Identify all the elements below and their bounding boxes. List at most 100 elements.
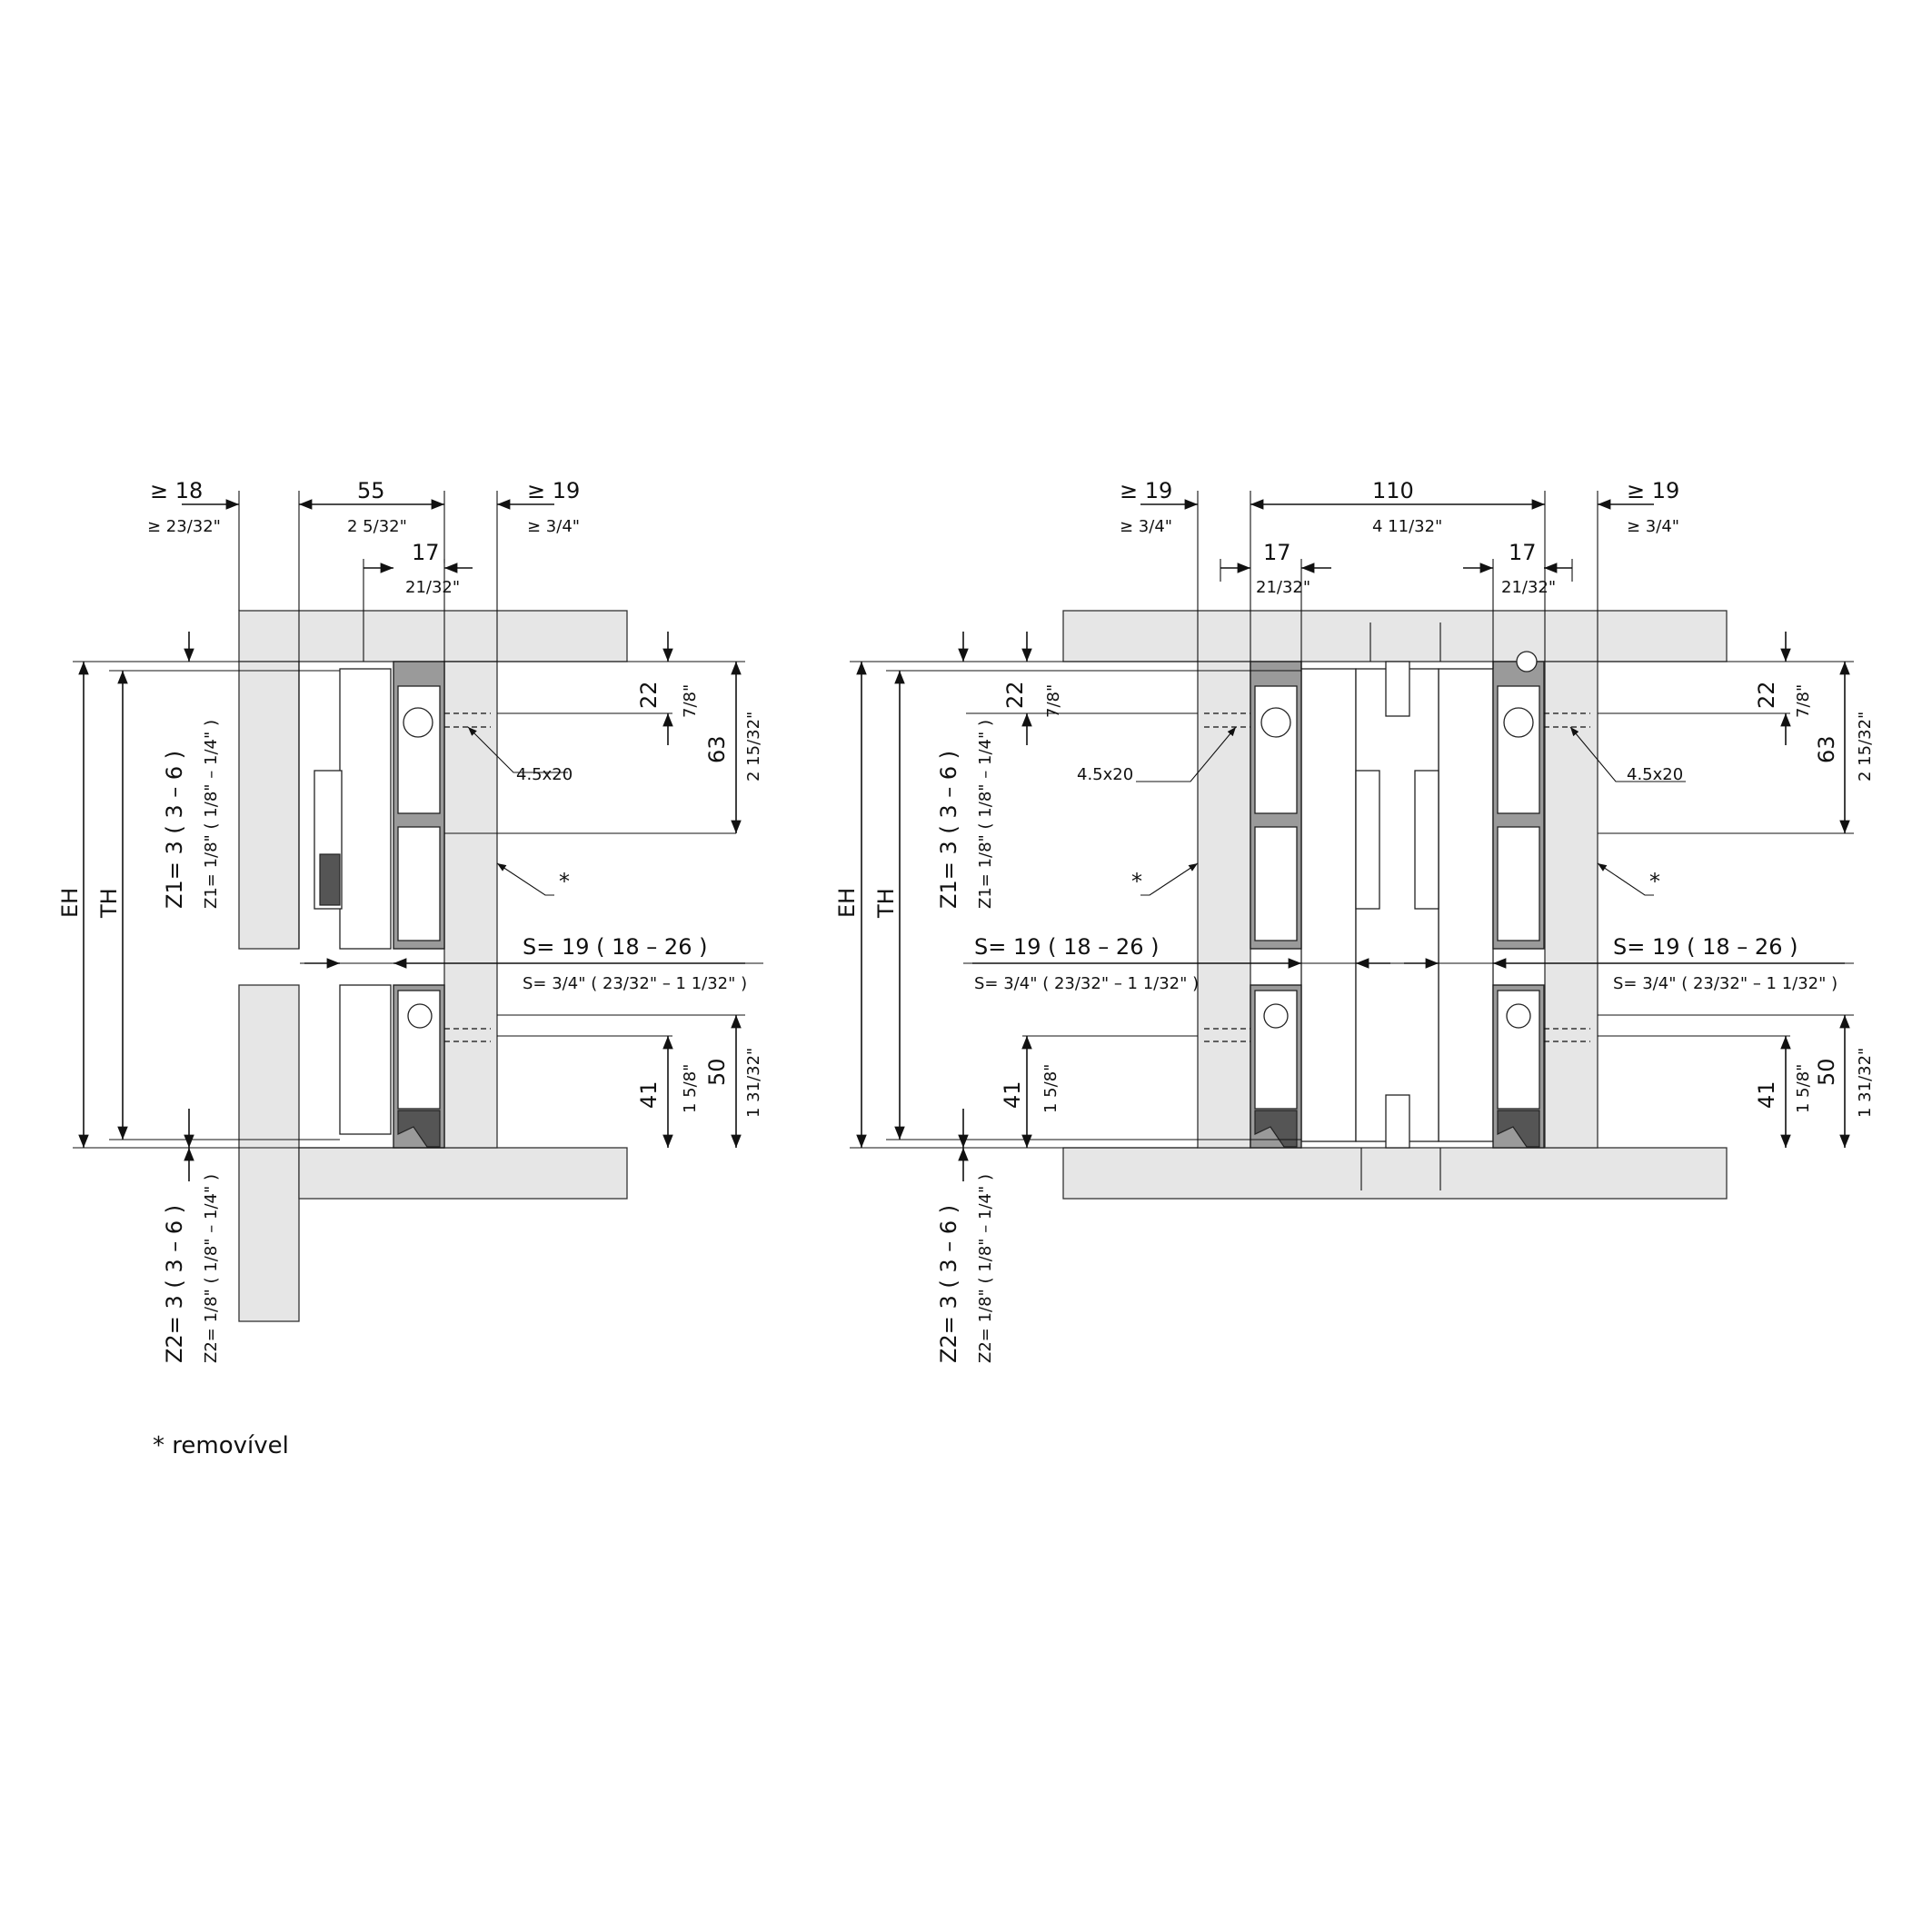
left-mechanism-mid: [397, 826, 441, 941]
right-screw-r: 4.5x20: [1627, 765, 1683, 784]
right-z2-in: Z2= 1/8" ( 1/8" – 1/4" ): [976, 1174, 995, 1363]
right-roller-r: [1503, 707, 1534, 738]
right-bolt-top: [1385, 661, 1410, 717]
left-foot: [397, 1110, 441, 1148]
left-front-panel: [443, 661, 498, 1149]
left-dim-63-in: 2 15/32": [744, 712, 763, 782]
right-dim-50-in: 1 31/32": [1856, 1048, 1875, 1118]
right-dim-41-r: 41: [1754, 1081, 1779, 1109]
left-handle-grip: [319, 853, 341, 906]
right-dim-41-l-in: 1 5/8": [1041, 1064, 1061, 1113]
left-dim-50-in: 1 31/32": [744, 1048, 763, 1118]
left-screw-upper: [444, 712, 491, 728]
right-mech-l-bot: [1254, 990, 1298, 1110]
left-door-lower: [339, 984, 392, 1135]
left-removable-mark: *: [559, 869, 570, 894]
left-dim-63: 63: [704, 735, 730, 763]
right-front-panel-right: [1544, 661, 1598, 1149]
left-z1-mm: Z1= 3 ( 3 – 6 ): [162, 751, 187, 909]
left-z1-in: Z1= 1/8" ( 1/8" – 1/4" ): [202, 720, 221, 909]
right-removable-mark-r: *: [1649, 869, 1660, 894]
right-bottom-panel: [1062, 1147, 1728, 1200]
right-eh: EH: [834, 888, 860, 918]
left-screw-label: 4.5x20: [516, 765, 573, 784]
left-drawing: [73, 491, 763, 1322]
right-removable-mark-l: *: [1131, 869, 1142, 894]
right-mech-l-top: [1254, 685, 1298, 814]
right-z2-mm: Z2= 3 ( 3 – 6 ): [936, 1205, 961, 1363]
right-profile-width-l-in: 21/32": [1256, 578, 1310, 597]
right-dim-50: 50: [1814, 1058, 1839, 1086]
right-dim-22-l-in: 7/8": [1044, 684, 1063, 718]
left-dim-22-in: 7/8": [681, 684, 700, 718]
right-s-l-in: S= 3/4" ( 23/32" – 1 1/32" ): [974, 974, 1199, 993]
right-center-handle-r: [1414, 770, 1439, 910]
right-top-panel: [1062, 610, 1728, 662]
left-z2-in: Z2= 1/8" ( 1/8" – 1/4" ): [202, 1174, 221, 1363]
left-z2-mm: Z2= 3 ( 3 – 6 ): [162, 1205, 187, 1363]
right-dim-22-r-in: 7/8": [1794, 684, 1813, 718]
right-roller-l-bottom: [1263, 1003, 1289, 1029]
right-dim-41-l: 41: [1000, 1081, 1025, 1109]
right-foot-l: [1254, 1110, 1298, 1148]
right-top-width-in: 4 11/32": [1372, 517, 1442, 536]
left-top-right-gap: ≥ 19: [527, 478, 580, 503]
right-z1-in: Z1= 1/8" ( 1/8" – 1/4" ): [976, 720, 995, 909]
right-s-r-mm: S= 19 ( 18 – 26 ): [1613, 934, 1798, 960]
right-top-right-gap: ≥ 19: [1627, 478, 1679, 503]
right-mech-r-mid: [1497, 826, 1540, 941]
right-dim-22-r: 22: [1754, 681, 1779, 709]
left-dim-41-in: 1 5/8": [681, 1064, 700, 1113]
right-top-right-gap-in: ≥ 3/4": [1627, 517, 1679, 536]
right-wood-screws: [1360, 622, 1441, 1190]
left-s-mm: S= 19 ( 18 – 26 ): [523, 934, 707, 960]
left-profile-width-in: 21/32": [405, 578, 460, 597]
right-profile-width-l: 17: [1263, 540, 1291, 565]
left-th: TH: [96, 888, 122, 919]
right-bolt-bottom: [1385, 1094, 1410, 1149]
left-top-panel: [238, 610, 628, 662]
left-profile-width: 17: [412, 540, 440, 565]
left-dim-41: 41: [636, 1081, 662, 1109]
left-door-upper: [339, 668, 392, 950]
right-roller-r-bottom: [1506, 1003, 1531, 1029]
left-screw-lower: [444, 1028, 491, 1042]
right-dim-63-in: 2 15/32": [1856, 712, 1875, 782]
right-top-left-gap: ≥ 19: [1120, 478, 1172, 503]
right-door-left: [1300, 668, 1357, 1142]
right-top-knob: [1516, 651, 1538, 672]
left-mechanism-top: [397, 685, 441, 814]
right-profile-width-r-in: 21/32": [1501, 578, 1556, 597]
left-top-width-in: 2 5/32": [347, 517, 407, 536]
left-roller-bottom: [407, 1003, 433, 1029]
right-foot-r: [1497, 1110, 1540, 1148]
left-side-panel-lower: [238, 984, 300, 1322]
right-screw-l: 4.5x20: [1077, 765, 1133, 784]
right-s-l-mm: S= 19 ( 18 – 26 ): [974, 934, 1159, 960]
left-top-width: 55: [357, 478, 385, 503]
right-drawing: [850, 491, 1854, 1200]
right-mech-r-top: [1497, 685, 1540, 814]
left-side-panel-upper: [238, 661, 300, 950]
right-top-width: 110: [1372, 478, 1414, 503]
right-z1-mm: Z1= 3 ( 3 – 6 ): [936, 751, 961, 909]
right-profile-width-r: 17: [1509, 540, 1537, 565]
right-dim-41-r-in: 1 5/8": [1794, 1064, 1813, 1113]
left-top-right-gap-in: ≥ 3/4": [527, 517, 580, 536]
right-dim-63: 63: [1814, 735, 1839, 763]
right-front-panel-left: [1197, 661, 1251, 1149]
left-top-left-gap-in: ≥ 23/32": [147, 517, 221, 536]
right-roller-l: [1260, 707, 1291, 738]
left-roller: [403, 707, 433, 738]
right-th: TH: [873, 888, 899, 919]
legend-removable: * removível: [153, 1432, 289, 1459]
left-top-left-gap: ≥ 18: [150, 478, 203, 503]
left-bottom-panel: [298, 1147, 628, 1200]
left-dim-22: 22: [636, 681, 662, 709]
right-door-right: [1438, 668, 1494, 1142]
right-s-r-in: S= 3/4" ( 23/32" – 1 1/32" ): [1613, 974, 1837, 993]
left-dim-50: 50: [704, 1058, 730, 1086]
right-mech-l-mid: [1254, 826, 1298, 941]
left-s-in: S= 3/4" ( 23/32" – 1 1/32" ): [523, 974, 747, 993]
